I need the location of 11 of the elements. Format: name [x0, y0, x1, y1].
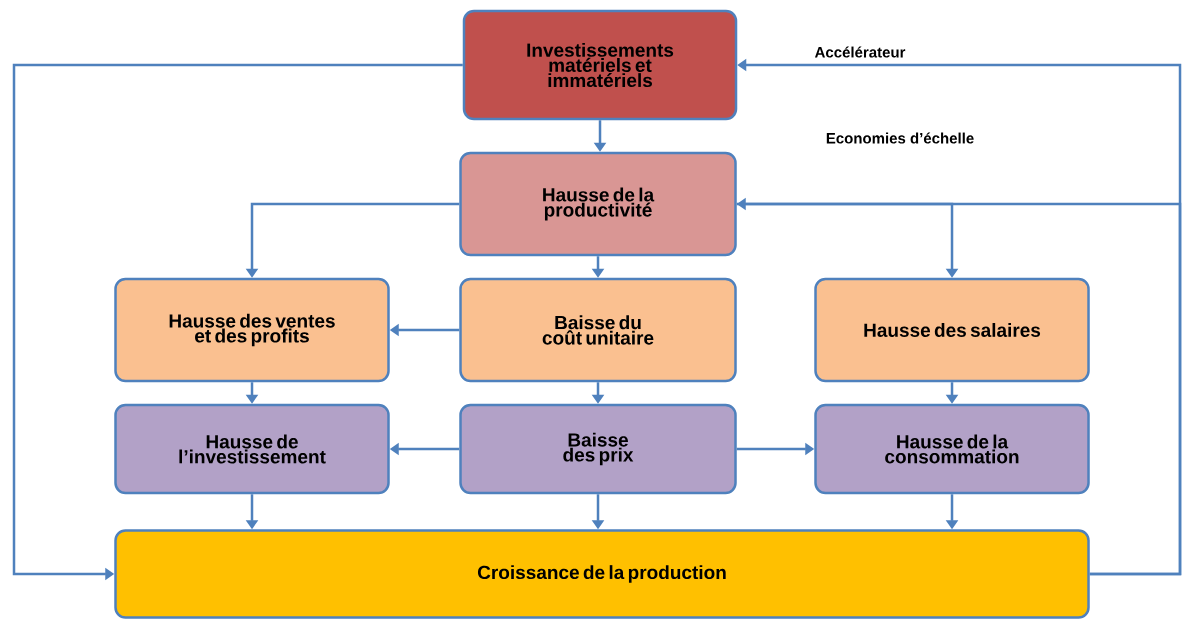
- process-box: Hausse des ventes et des profits: [114, 277, 390, 383]
- process-box: Baisse du coût unitaire: [459, 277, 737, 383]
- process-box: Hausse de la productivité: [459, 151, 737, 257]
- edge-label: Accélérateur: [813, 45, 907, 59]
- process-box: Hausse des salaires: [814, 277, 1090, 383]
- process-box: Baisse des prix: [459, 403, 737, 495]
- process-box: Investissements matériels et immatériels: [462, 9, 738, 121]
- process-box: Hausse de la consommation: [814, 403, 1090, 495]
- process-box: Croissance de la production: [114, 529, 1090, 619]
- edge-label: Economies d’échelle: [824, 131, 976, 145]
- process-box: Hausse de l’investissement: [114, 403, 390, 495]
